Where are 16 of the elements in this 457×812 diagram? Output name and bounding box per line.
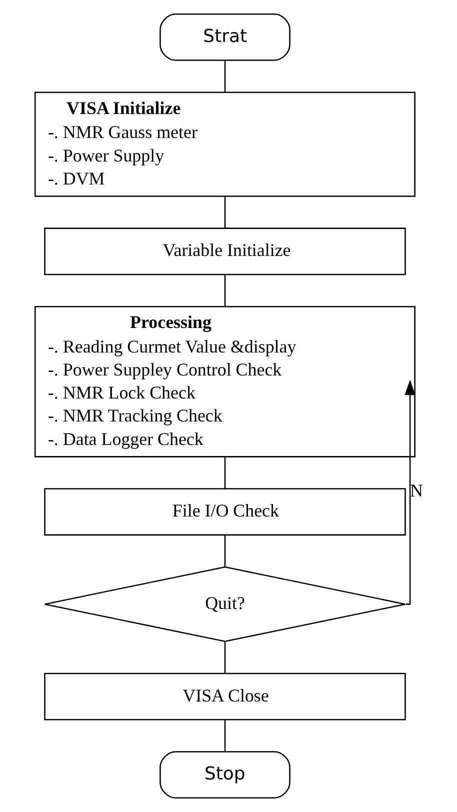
edge-label: N (410, 480, 423, 501)
connector (224, 642, 226, 674)
connector (224, 274, 226, 306)
arrow (404, 380, 415, 605)
connector (224, 457, 226, 489)
node-box: VISA Close (44, 672, 406, 720)
node-box: Variable Initialize (44, 228, 406, 276)
node-box: Stop (159, 751, 290, 799)
node-box: Strat (159, 13, 290, 61)
node-diamond: Quit? (44, 566, 406, 642)
node-box: File I/O Check (44, 488, 406, 536)
node-box: VISA Initialize -. NMR Gauss meter -. Power Supply -. DVM (34, 92, 415, 197)
connector (224, 535, 226, 567)
connector (224, 60, 226, 92)
connector (224, 720, 226, 752)
connector (224, 196, 226, 228)
